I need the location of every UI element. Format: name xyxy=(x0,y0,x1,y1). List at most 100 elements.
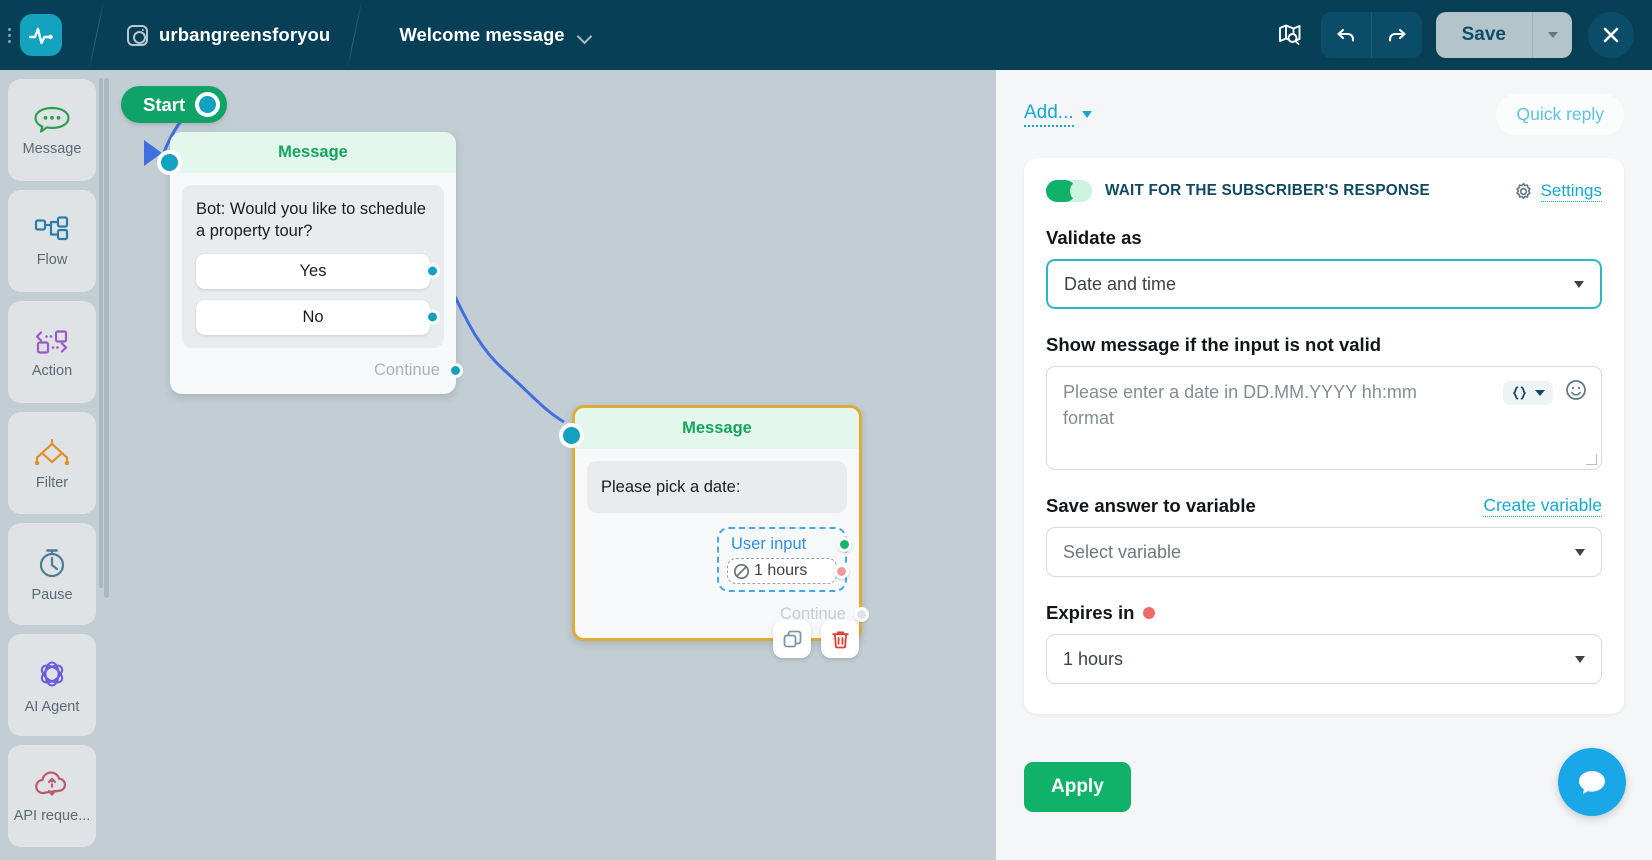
node2-input-port[interactable] xyxy=(559,423,584,448)
rail-label-action: Action xyxy=(31,362,73,379)
node1-reply-no-label: No xyxy=(302,307,324,326)
add-caret-icon[interactable] xyxy=(1081,110,1092,118)
message-node-1[interactable]: Message Bot: Would you like to schedule … xyxy=(157,132,463,394)
validate-as-label: Validate as xyxy=(1046,227,1142,248)
emoji-button[interactable] xyxy=(1565,379,1587,406)
invalid-message-textarea[interactable]: Please enter a date in DD.MM.YYYY hh:mm … xyxy=(1046,366,1602,470)
node2-continue-port[interactable] xyxy=(854,607,869,623)
rail-label-api-request: API reque... xyxy=(13,807,91,824)
node2-body: Please pick a date: User input 1 xyxy=(575,449,869,638)
node2-timeout-row[interactable]: 1 hours xyxy=(727,558,849,585)
stopwatch-icon xyxy=(39,548,65,577)
node2-delete-button[interactable] xyxy=(821,620,859,658)
account-chip[interactable]: urbangreensforyou xyxy=(127,24,330,46)
flow-title-dropdown[interactable]: Welcome message xyxy=(399,24,591,46)
gear-icon xyxy=(1515,182,1531,199)
settings-panel: Add... Quick reply WAIT FOR THE SUBSCRIB… xyxy=(996,70,1652,860)
no-entry-icon xyxy=(733,563,750,579)
filter-diamond-icon xyxy=(34,438,70,465)
drag-handle-icon[interactable] xyxy=(2,27,16,43)
edge-arrow-icon xyxy=(144,140,162,166)
undo-icon[interactable] xyxy=(1321,12,1371,58)
chevron-down-icon xyxy=(579,31,592,39)
node1-continue-label: Continue xyxy=(373,360,440,379)
pulse-logo-icon[interactable] xyxy=(20,14,62,56)
node1-reply-no[interactable]: No xyxy=(196,299,440,335)
validate-as-select[interactable]: Date and time xyxy=(1046,259,1602,309)
insert-variable-button[interactable] xyxy=(1503,380,1553,405)
save-dropdown-caret-icon[interactable] xyxy=(1532,12,1572,58)
node2-user-input-label: User input xyxy=(731,535,807,554)
wait-response-toggle[interactable] xyxy=(1046,180,1092,202)
save-button-group: Save xyxy=(1435,12,1572,58)
node2-user-input-row[interactable]: User input xyxy=(727,535,852,558)
flow-title: Welcome message xyxy=(399,24,565,45)
trash-icon xyxy=(831,631,849,648)
start-output-port[interactable] xyxy=(195,92,221,117)
invalid-message-label: Show message if the input is not valid xyxy=(1046,334,1382,355)
node1-continue-port[interactable] xyxy=(448,362,463,378)
node1-footer: Continue xyxy=(182,348,463,384)
rail-label-pause: Pause xyxy=(31,586,73,603)
rail-label-message: Message xyxy=(22,140,82,157)
rail-item-flow[interactable]: Flow xyxy=(8,190,96,292)
panel-top-bar: Add... Quick reply xyxy=(1024,70,1624,158)
node2-copy-button[interactable] xyxy=(773,620,811,658)
flow-nodes-icon xyxy=(34,215,69,240)
quick-reply-button[interactable]: Quick reply xyxy=(1496,93,1624,135)
node1-reply-no-port[interactable] xyxy=(425,309,440,325)
add-label: Add... xyxy=(1024,101,1074,123)
node2-header: Message xyxy=(575,408,859,449)
close-icon[interactable] xyxy=(1588,12,1634,58)
ai-atom-icon xyxy=(40,661,64,686)
node1-reply-yes-port[interactable] xyxy=(425,263,440,279)
node2-timeout-port[interactable] xyxy=(834,563,849,579)
rail-label-filter: Filter xyxy=(35,474,69,491)
settings-link[interactable]: Settings xyxy=(1514,181,1602,202)
add-dropdown[interactable]: Add... xyxy=(1024,102,1074,127)
rail-item-message[interactable]: Message xyxy=(8,79,96,181)
wait-toggle-row: WAIT FOR THE SUBSCRIBER'S RESPONSE Setti… xyxy=(1046,180,1602,202)
node1-input-port[interactable] xyxy=(157,150,182,175)
chat-support-button[interactable] xyxy=(1558,748,1626,816)
rail-item-api-request[interactable]: API reque... xyxy=(8,745,96,847)
chat-support-icon xyxy=(1579,771,1605,794)
invalid-message-value: Please enter a date in DD.MM.YYYY hh:mm … xyxy=(1063,382,1417,428)
node2-user-input-port[interactable] xyxy=(837,537,852,553)
redo-icon[interactable] xyxy=(1372,12,1422,58)
top-bar: urbangreensforyou Welcome message xyxy=(0,0,1652,70)
start-node[interactable]: Start xyxy=(121,86,228,123)
create-variable-link[interactable]: Create variable xyxy=(1483,495,1602,517)
canvas-scrollbar[interactable] xyxy=(104,78,109,598)
textarea-resize-handle[interactable] xyxy=(1586,454,1597,465)
node1-reply-yes[interactable]: Yes xyxy=(196,253,440,289)
node1-body: Bot: Would you like to schedule a proper… xyxy=(170,173,463,394)
expires-in-text: Expires in xyxy=(1046,602,1135,623)
chevron-down-icon xyxy=(1574,280,1584,288)
chevron-down-icon xyxy=(1575,548,1585,556)
node2-user-input-block[interactable]: User input 1 hours xyxy=(717,527,852,593)
header-divider-2 xyxy=(346,0,363,70)
node2-toolbar xyxy=(773,620,859,658)
node2-bubble[interactable]: Please pick a date: xyxy=(587,461,847,514)
rail-item-filter[interactable]: Filter xyxy=(8,412,96,514)
settings-label: Settings xyxy=(1540,180,1602,202)
apply-button[interactable]: Apply xyxy=(1024,762,1131,812)
rail-item-pause[interactable]: Pause xyxy=(8,523,96,625)
account-name: urbangreensforyou xyxy=(159,24,331,45)
select-variable-dropdown[interactable]: Select variable xyxy=(1046,527,1602,577)
expires-in-select[interactable]: 1 hours xyxy=(1046,634,1602,684)
rail-item-action[interactable]: Action xyxy=(8,301,96,403)
rail-scrollbar[interactable] xyxy=(99,78,103,588)
node1-bubble[interactable]: Bot: Would you like to schedule a proper… xyxy=(182,185,444,348)
node1-text: Bot: Would you like to schedule a proper… xyxy=(196,200,426,241)
node2-footer: Continue xyxy=(587,592,869,628)
chevron-down-icon xyxy=(1575,655,1585,663)
flow-canvas[interactable]: Start Message Bot: Would you like to sch… xyxy=(104,70,996,860)
map-search-icon[interactable] xyxy=(1267,12,1313,58)
message-node-2[interactable]: Message Please pick a date: User input xyxy=(559,405,869,642)
select-variable-value: Select variable xyxy=(1063,541,1182,562)
rail-item-ai-agent[interactable]: AI Agent xyxy=(8,634,96,736)
save-button[interactable]: Save xyxy=(1461,24,1506,45)
